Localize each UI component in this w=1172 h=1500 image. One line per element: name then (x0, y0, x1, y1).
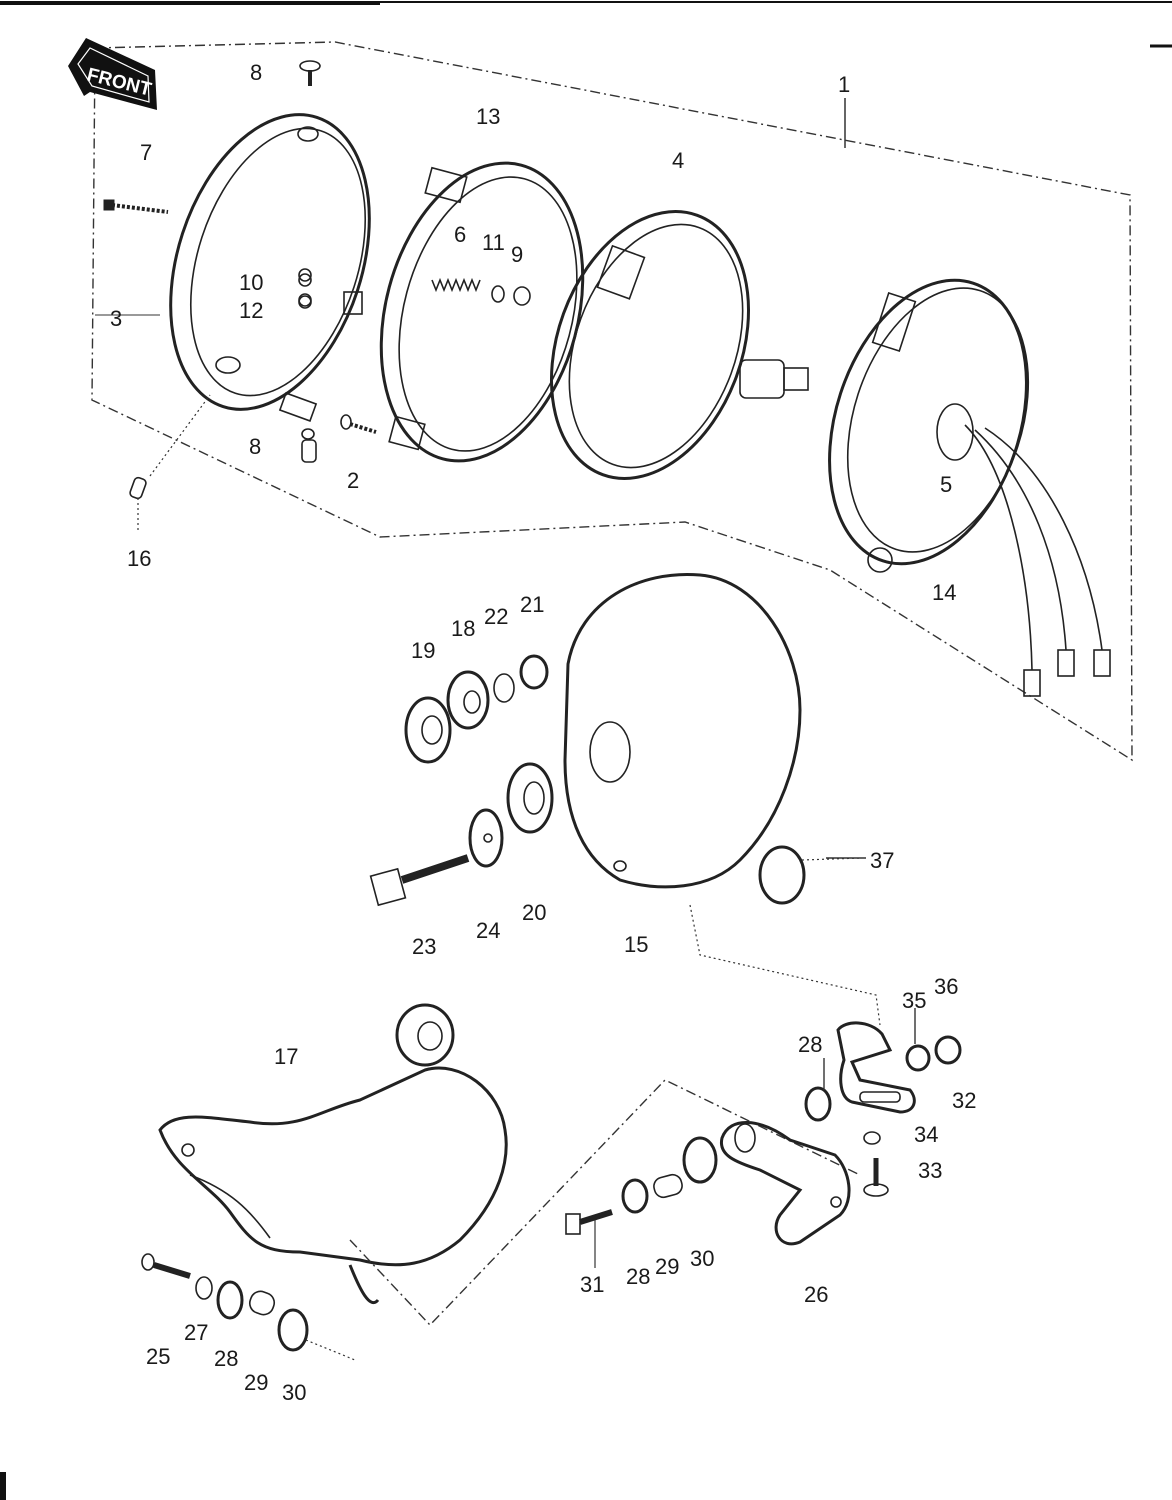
part-label-37: 37 (870, 848, 894, 873)
washer-28-mid (621, 1178, 649, 1214)
adjust-spring (431, 277, 481, 293)
leader-15 (689, 904, 881, 1026)
part-label-14: 14 (932, 580, 956, 605)
collar-29-left (248, 1290, 276, 1316)
part-label-9: 9 (511, 242, 523, 267)
collar-29-right (653, 1173, 683, 1199)
part-label-32: 32 (952, 1088, 976, 1113)
bolt-25 (141, 1253, 191, 1279)
nut-21 (519, 654, 549, 690)
part-label-1: 1 (838, 72, 850, 97)
leader-lines (95, 98, 916, 1268)
washer-28-right (804, 1086, 832, 1122)
washer-28-left (216, 1280, 244, 1320)
part-labels: 1 2 3 4 5 6 7 8 8 9 10 11 12 13 14 15 16… (110, 60, 976, 1405)
part-label-20: 20 (522, 900, 546, 925)
grommet-20 (506, 762, 554, 834)
bracket-26 (719, 1121, 851, 1246)
headlight-rim (169, 113, 371, 422)
part-label-26: 26 (804, 1282, 828, 1307)
bolt-31 (565, 1209, 613, 1235)
part-label-7: 7 (140, 140, 152, 165)
washer-22 (493, 673, 515, 703)
sealed-beam-unit (550, 210, 809, 480)
nut-9 (513, 286, 531, 306)
rim-screw (103, 199, 169, 214)
part-label-28b: 28 (626, 1264, 650, 1289)
part-label-15: 15 (624, 932, 648, 957)
part-label-33: 33 (918, 1158, 942, 1183)
collar-18 (446, 670, 490, 730)
part-label-24: 24 (476, 918, 500, 943)
part-label-8a: 8 (250, 60, 262, 85)
screw-lower (301, 428, 317, 463)
nut-36 (934, 1035, 962, 1065)
washer-11 (491, 285, 505, 303)
part-label-28a: 28 (214, 1346, 238, 1371)
washer-24 (468, 808, 504, 868)
part-label-8b: 8 (249, 434, 261, 459)
part-label-31: 31 (580, 1272, 604, 1297)
headlight-stay (158, 1003, 861, 1327)
bracket-34 (836, 1021, 916, 1114)
part-label-4: 4 (672, 148, 684, 173)
part-label-17: 17 (274, 1044, 298, 1069)
part-label-10: 10 (239, 270, 263, 295)
adjusting-ring (343, 161, 585, 463)
grommet-37 (758, 845, 863, 905)
part-label-11: 11 (482, 230, 505, 255)
screw-16 (129, 394, 211, 530)
part-label-13: 13 (476, 104, 500, 129)
bolt-33 (863, 1131, 889, 1197)
part-label-21: 21 (520, 592, 544, 617)
grommet-30-right (682, 1136, 718, 1184)
part-label-29b: 29 (655, 1254, 679, 1279)
part-label-12: 12 (239, 298, 263, 323)
part-label-19: 19 (411, 638, 435, 663)
part-label-36: 36 (934, 974, 958, 999)
part-label-25: 25 (146, 1344, 170, 1369)
part-label-34: 34 (914, 1122, 938, 1147)
part-label-29a: 29 (244, 1370, 268, 1395)
part-label-18: 18 (451, 616, 475, 641)
part-label-2: 2 (347, 468, 359, 493)
screw-top (299, 60, 321, 86)
nut-10 (298, 273, 312, 287)
part-label-22: 22 (484, 604, 508, 629)
bolt-23 (369, 854, 470, 907)
part-label-23: 23 (412, 934, 436, 959)
part-label-30a: 30 (282, 1380, 306, 1405)
screw-2 (340, 414, 377, 434)
part-label-5: 5 (940, 472, 952, 497)
part-label-3: 3 (110, 306, 122, 331)
part-label-28c: 28 (798, 1032, 822, 1057)
part-label-30b: 30 (690, 1246, 714, 1271)
lock-washer-27 (195, 1276, 213, 1300)
grommet-19 (404, 696, 452, 764)
part-label-6: 6 (454, 222, 466, 247)
washer-12 (298, 295, 312, 309)
washer-35 (905, 1044, 931, 1072)
front-arrow-icon: FRONT (68, 38, 157, 110)
assembly-1-boundary (91, 41, 1133, 762)
part-label-16: 16 (127, 546, 151, 571)
headlight-shell (563, 572, 802, 889)
part-label-27: 27 (184, 1320, 208, 1345)
part-label-35: 35 (902, 988, 926, 1013)
headlight-housing (828, 278, 1111, 697)
grommet-30-left (277, 1308, 356, 1361)
